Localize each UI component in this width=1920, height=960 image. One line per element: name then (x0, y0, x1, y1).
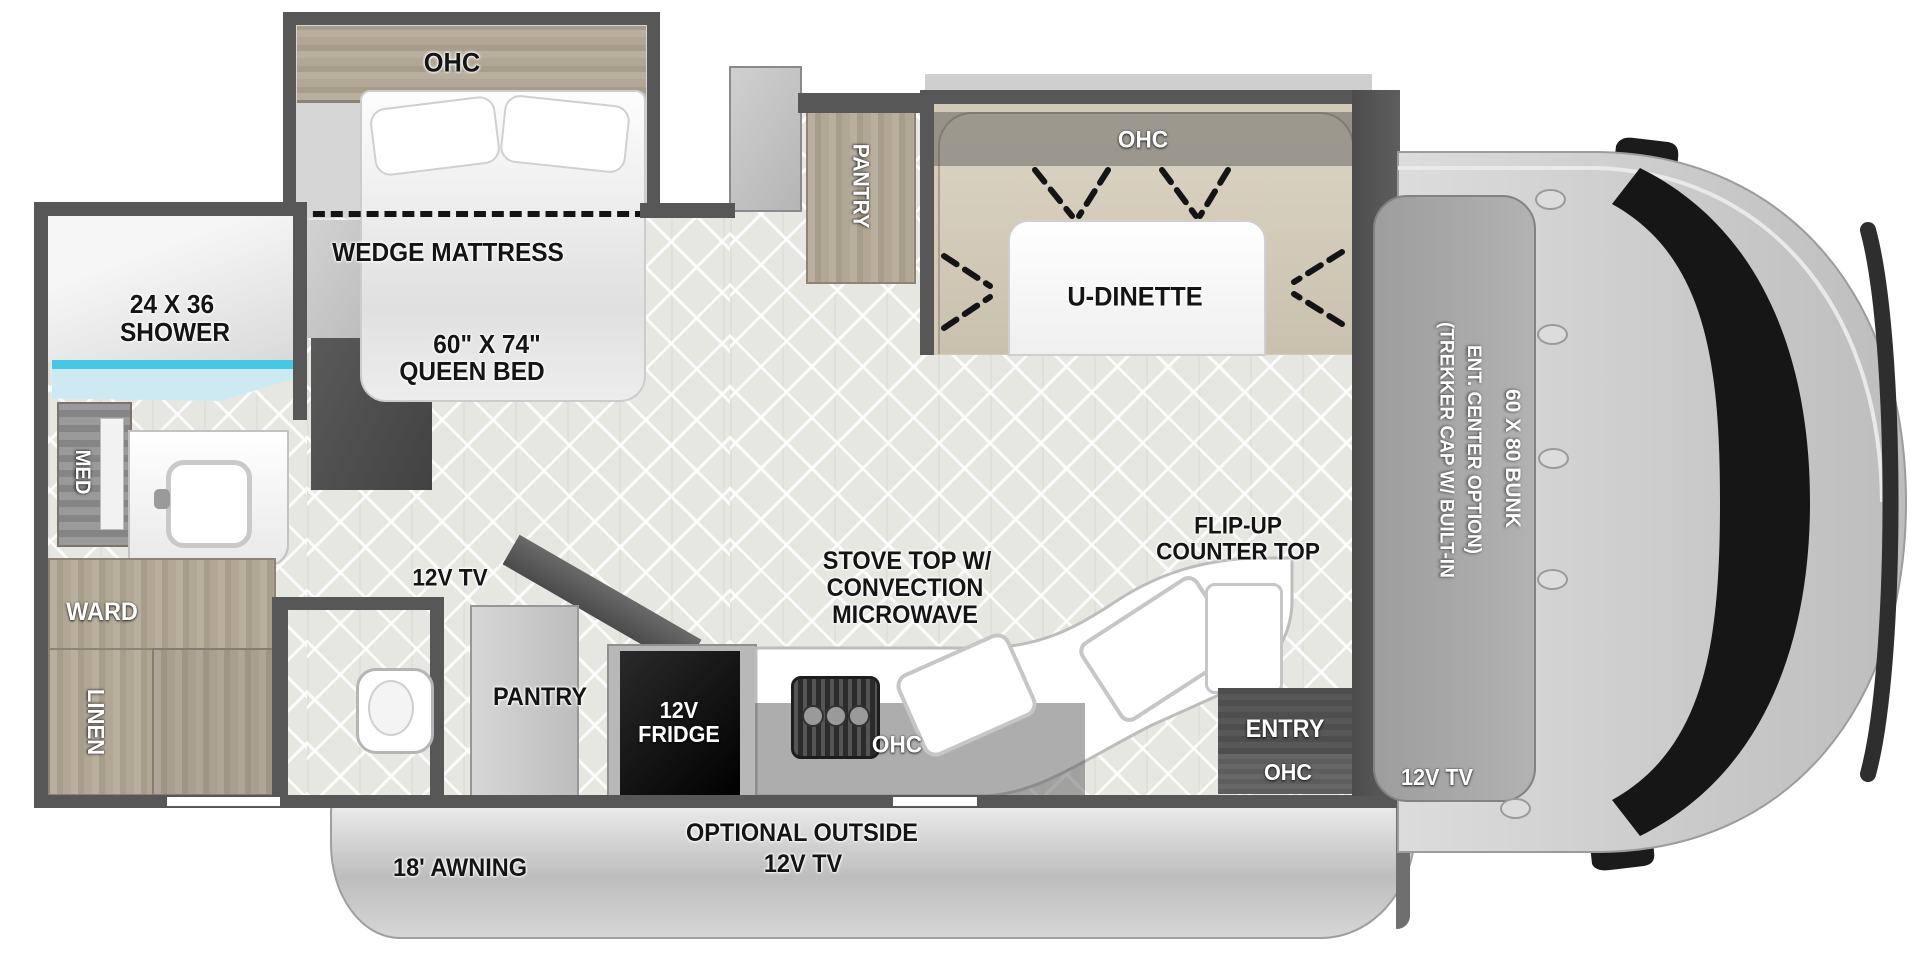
pantry-cabinet-upper (806, 104, 916, 284)
marker-light-3 (1538, 448, 1569, 469)
marker-light-4 (1537, 569, 1568, 590)
bed-size-label: 60" X 74" (433, 329, 541, 360)
toilet-seat (368, 680, 414, 736)
wall-bottom-opening-1 (167, 797, 280, 806)
wardrobe-lower (152, 648, 276, 796)
wedge-mattress-label: WEDGE MATTRESS (332, 237, 564, 268)
stove-label-line3: MICROWAVE (832, 600, 978, 629)
wall-bottom-opening-2 (893, 797, 977, 806)
fridge-label-line2: FRIDGE (638, 720, 720, 747)
wall-top-mid (798, 93, 925, 113)
linen-cabinet (48, 648, 156, 796)
ward-label: WARD (66, 597, 138, 626)
entry-panel (1218, 688, 1352, 754)
front-tv-label: 12V TV (1400, 763, 1474, 790)
pantry-upper-label: PANTRY (848, 143, 874, 229)
lav-faucet (154, 489, 170, 509)
marker-light-5 (1500, 798, 1531, 819)
dinette-label: U-DINETTE (1067, 281, 1203, 312)
flipup-label-line2: COUNTER TOP (1156, 538, 1320, 566)
pantry-lower-label: PANTRY (493, 682, 587, 711)
toilet-room-right-wall (430, 610, 444, 796)
trekker-cap-label-line1: (TREKKER CAP W/ BUILT-IN (1435, 322, 1457, 578)
dinette-table (1008, 220, 1266, 356)
linen-label: LINEN (83, 688, 110, 756)
front-bumper-rim (1860, 222, 1899, 782)
cabinet-block (729, 66, 802, 212)
dinette-roof-strip (925, 74, 1372, 92)
trekker-cap-label-line2: ENT. CENTER OPTION) (1463, 345, 1485, 555)
wall-left (34, 202, 48, 808)
trekker-cap-label: (TREKKER CAP W/ BUILT-IN ENT. CENTER OPT… (1432, 262, 1487, 638)
entry-label: ENTRY (1245, 714, 1325, 743)
flipup-label-line1: FLIP-UP (1194, 512, 1282, 540)
med-label: MED (71, 449, 95, 495)
awning-label: 18' AWNING (393, 853, 527, 882)
slideout-dashed-line (295, 211, 647, 217)
bunk-label: 60 X 80 BUNK (1501, 388, 1524, 528)
toilet-room-left-wall (272, 610, 288, 796)
marker-light-1 (1535, 189, 1566, 210)
wall-bathroom-top (34, 202, 307, 216)
wall-under-bed-slideout (640, 203, 735, 218)
entry-ohc-label: OHC (1263, 758, 1313, 785)
toilet-room-top-wall (272, 597, 444, 610)
shower-size-label: 24 X 36 (129, 289, 215, 320)
stove-label-line2: CONVECTION (826, 573, 984, 602)
bunk-panel (1373, 195, 1536, 802)
stove-label-line1: STOVE TOP W/ (822, 546, 992, 575)
bed-type-label: QUEEN BED (399, 356, 545, 387)
shower-label: SHOWER (120, 317, 230, 348)
kitchen-ohc-label: OHC (871, 731, 923, 759)
shower-room (48, 216, 293, 362)
bedroom-ohc-label: OHC (423, 47, 481, 78)
med-cabinet-recess (100, 418, 124, 530)
stove-top-icon (791, 676, 880, 759)
dinette-ohc-label: OHC (1117, 126, 1169, 154)
outside-tv-label-line2: 12V TV (763, 849, 843, 878)
shower-water-line (52, 360, 293, 369)
bedroom-tv-label: 12V TV (412, 564, 488, 592)
fridge-label-line1: 12V (659, 696, 699, 723)
dinette-ohc-band (934, 112, 1360, 166)
marker-light-2 (1537, 324, 1568, 345)
fridge (620, 651, 740, 795)
outside-tv-label-line1: OPTIONAL OUTSIDE (686, 818, 918, 847)
windshield (1612, 168, 1810, 836)
wall-bottom (34, 795, 1455, 808)
entry-ohc-panel (1218, 754, 1352, 794)
wall-shower-right (293, 202, 307, 420)
